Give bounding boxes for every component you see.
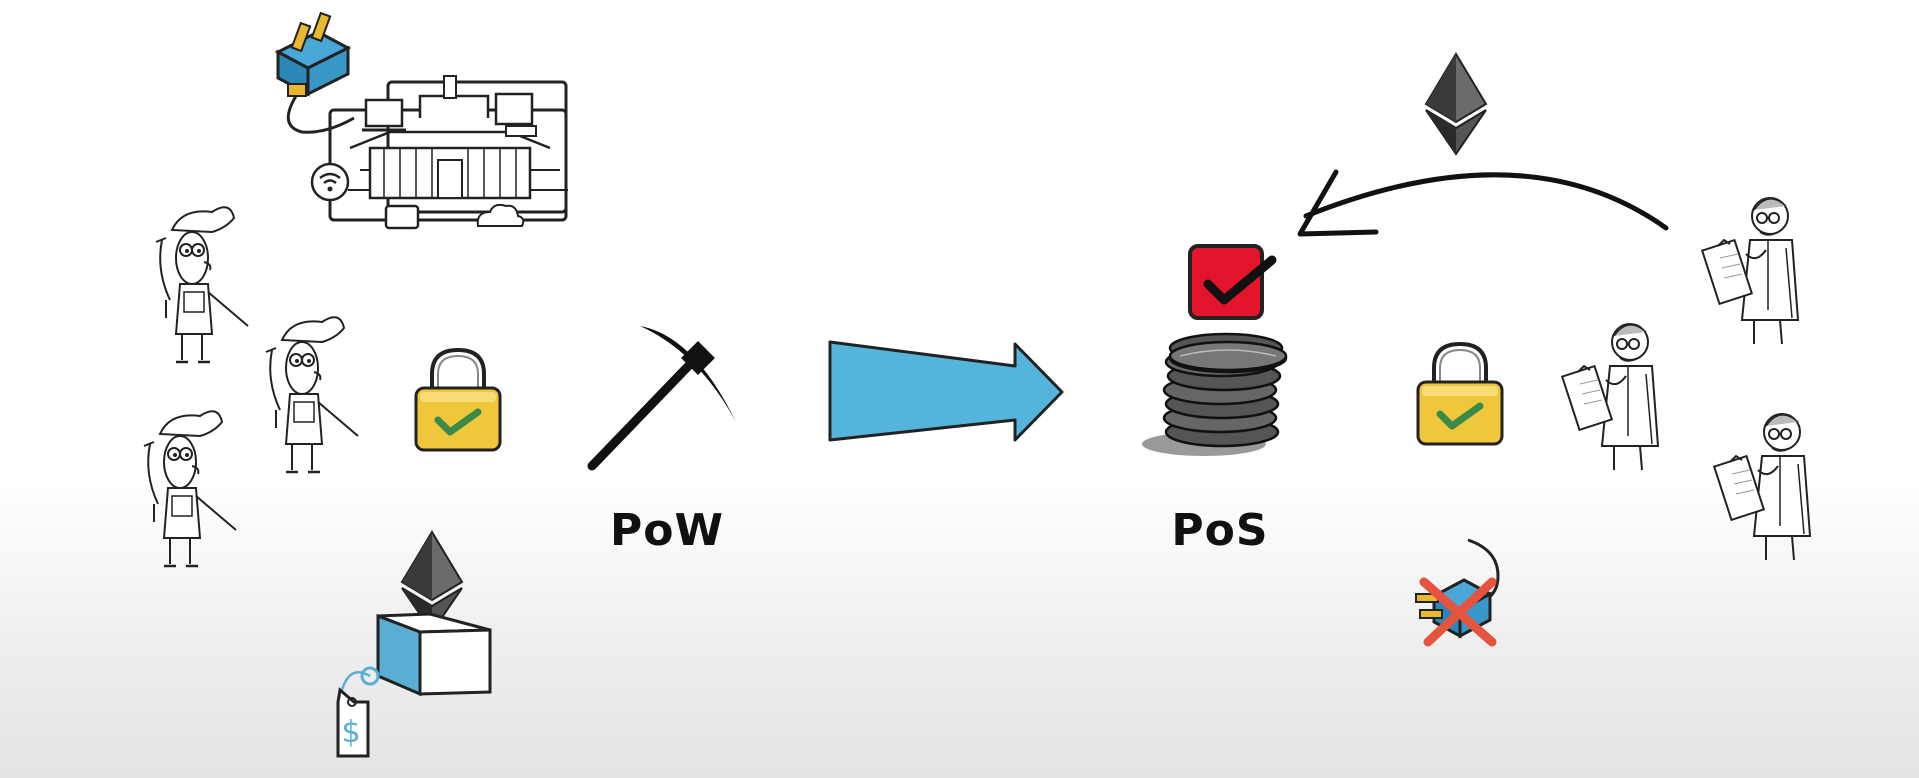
padlock-icon bbox=[1418, 344, 1502, 444]
miner-icon bbox=[154, 205, 250, 364]
price-tag-symbol: $ bbox=[341, 715, 360, 750]
pos-label: PoS bbox=[1171, 505, 1269, 556]
pow-label: PoW bbox=[610, 505, 725, 556]
power-plug-icon bbox=[274, 11, 355, 134]
pickaxe-icon bbox=[587, 326, 736, 471]
validator-icon bbox=[1561, 323, 1659, 471]
price-tag-icon: $ bbox=[336, 666, 380, 758]
miner-icon bbox=[142, 409, 238, 568]
box-icon bbox=[376, 612, 492, 697]
transition-arrow-icon bbox=[828, 340, 1064, 442]
checkbox-icon bbox=[1188, 244, 1277, 320]
validator-icon bbox=[1701, 197, 1799, 345]
padlock-icon bbox=[416, 350, 500, 450]
validator-icon bbox=[1713, 413, 1811, 561]
miner-icon bbox=[264, 315, 360, 474]
curved-arrow-icon bbox=[1297, 169, 1669, 237]
unplugged-icon bbox=[1415, 538, 1500, 647]
network-building-icon bbox=[310, 75, 568, 230]
coin-stack-icon bbox=[1142, 332, 1288, 456]
ethereum-icon bbox=[1425, 53, 1487, 155]
